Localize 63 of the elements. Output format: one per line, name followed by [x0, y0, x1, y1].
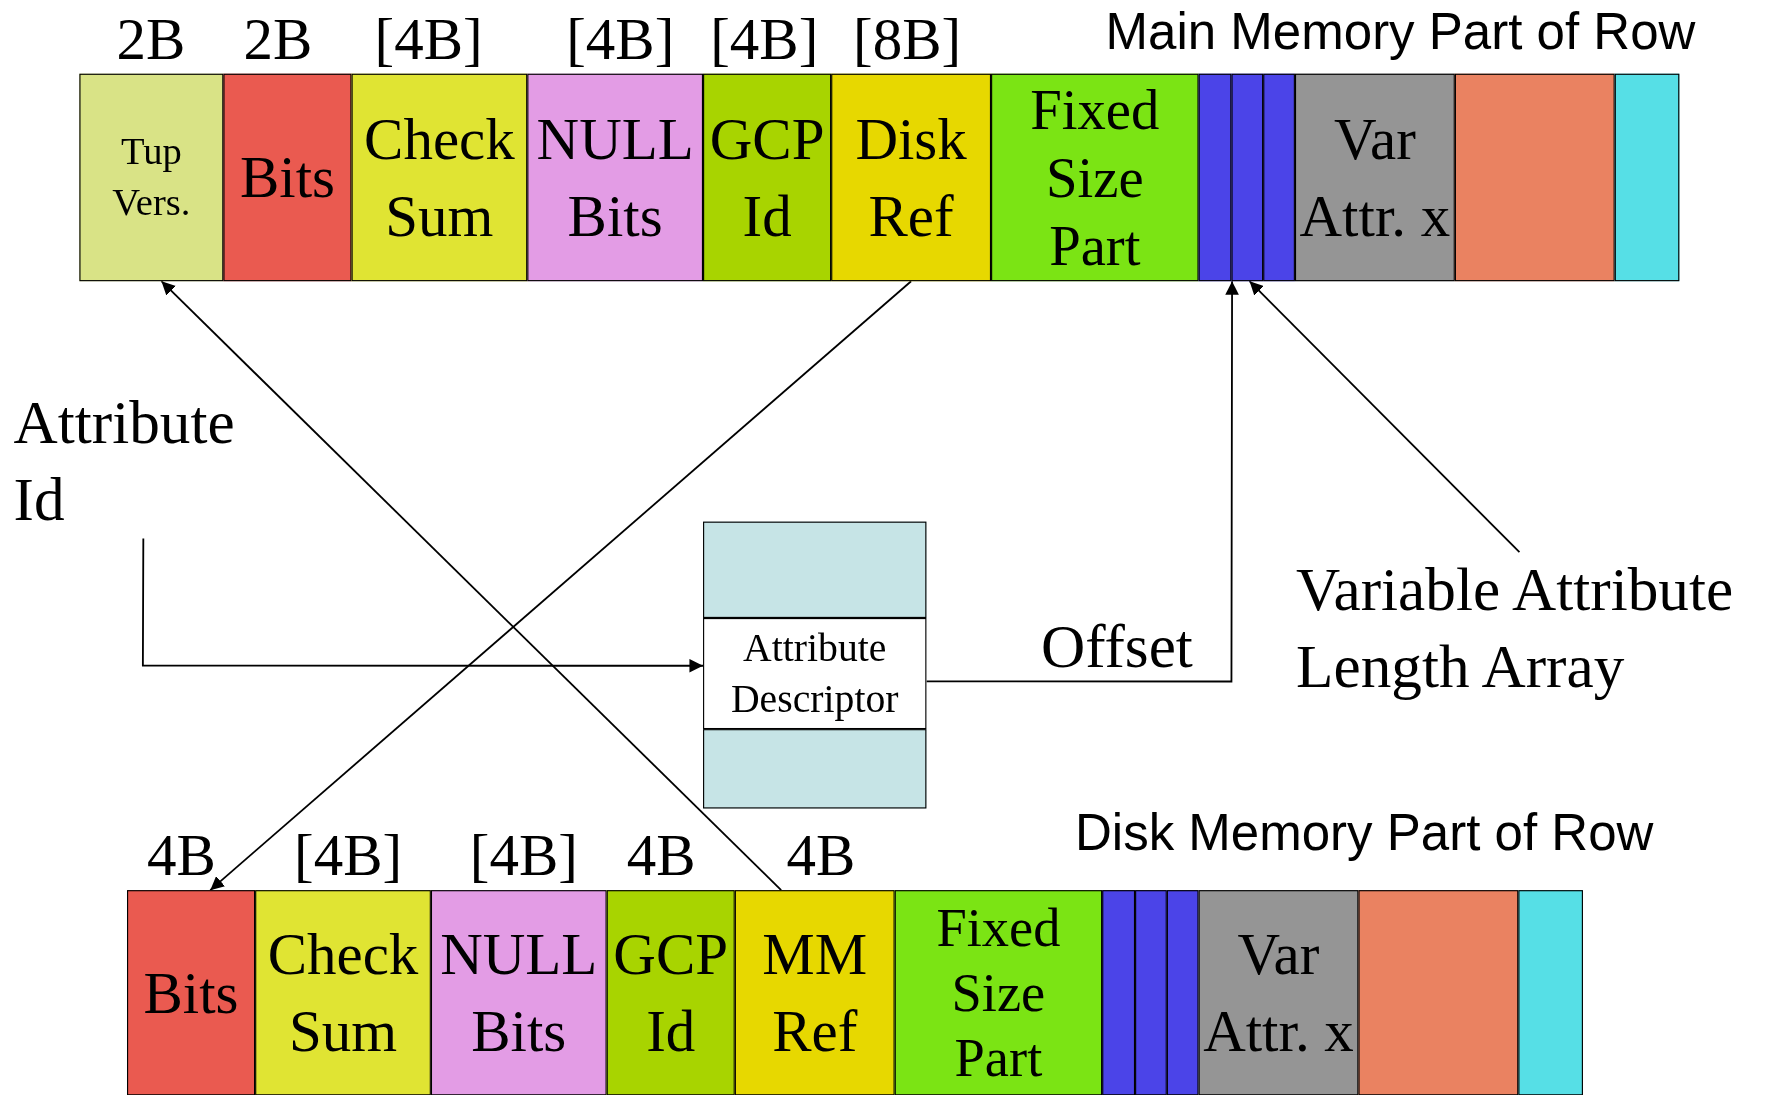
size-label: 4B [147, 826, 216, 886]
field-name: Check Sum [363, 105, 516, 250]
arrow [160, 280, 783, 892]
annotation-text: Variable Attribute Length Array [1296, 554, 1735, 703]
size-label: 2B [243, 10, 313, 70]
field-name: Tup Vers. [111, 129, 192, 225]
field-box [703, 618, 927, 730]
size-label: 2B [116, 10, 186, 70]
size-label: 4B [626, 826, 696, 886]
arrow [925, 280, 1239, 683]
field-box [527, 73, 704, 282]
field-box [1198, 890, 1359, 1095]
size-label: [8B] [853, 10, 962, 70]
row-title: Disk Memory Part of Row [1074, 807, 1654, 859]
field-box [430, 890, 607, 1095]
field-name: Check Sum [266, 920, 420, 1066]
field-box [1614, 73, 1680, 282]
field-box [1454, 73, 1615, 282]
size-label: [4B] [566, 10, 675, 70]
field-box [831, 73, 992, 282]
field-name: Disk Ref [854, 105, 968, 250]
field-box [1231, 73, 1264, 282]
field-box [1102, 890, 1136, 1095]
field-name: GCP Id [612, 920, 730, 1066]
field-box [991, 73, 1199, 282]
size-label: [4B] [469, 826, 578, 886]
field-name: NULL Bits [439, 920, 599, 1066]
annotation-text: Attribute Id [13, 387, 236, 536]
arrow [141, 537, 704, 673]
field-box [351, 73, 528, 282]
field-box [255, 890, 431, 1095]
field-box [894, 890, 1103, 1095]
size-label: [4B] [710, 10, 819, 70]
field-name: Fixed Size Part [1029, 76, 1161, 280]
field-box [1358, 890, 1519, 1095]
size-label: 4B [786, 826, 856, 886]
field-box [1518, 890, 1583, 1095]
field-box [734, 890, 895, 1095]
field-name: MM Ref [761, 920, 869, 1066]
field-name: NULL Bits [535, 105, 695, 250]
size-label: [4B] [374, 10, 483, 70]
arrow [1248, 280, 1521, 554]
field-box [1263, 73, 1295, 282]
field-box [223, 73, 352, 282]
field-name: Fixed Size Part [935, 896, 1062, 1090]
field-box [703, 729, 927, 809]
field-name: Attribute Descriptor [729, 624, 900, 724]
field-name: Bits [239, 143, 335, 212]
field-box [703, 73, 832, 282]
field-box [1166, 890, 1199, 1095]
field-name: Var Attr. x [1202, 920, 1355, 1066]
field-box [1135, 890, 1167, 1095]
size-label: [4B] [294, 826, 403, 886]
field-box [606, 890, 735, 1095]
field-name: Var Attr. x [1298, 105, 1452, 250]
field-box [1294, 73, 1455, 282]
arrow [209, 280, 912, 892]
field-box [127, 890, 256, 1095]
field-box [79, 73, 224, 282]
field-name: Bits [143, 959, 239, 1027]
field-name: GCP Id [708, 105, 826, 250]
field-box [703, 521, 927, 618]
field-box [1198, 73, 1232, 282]
